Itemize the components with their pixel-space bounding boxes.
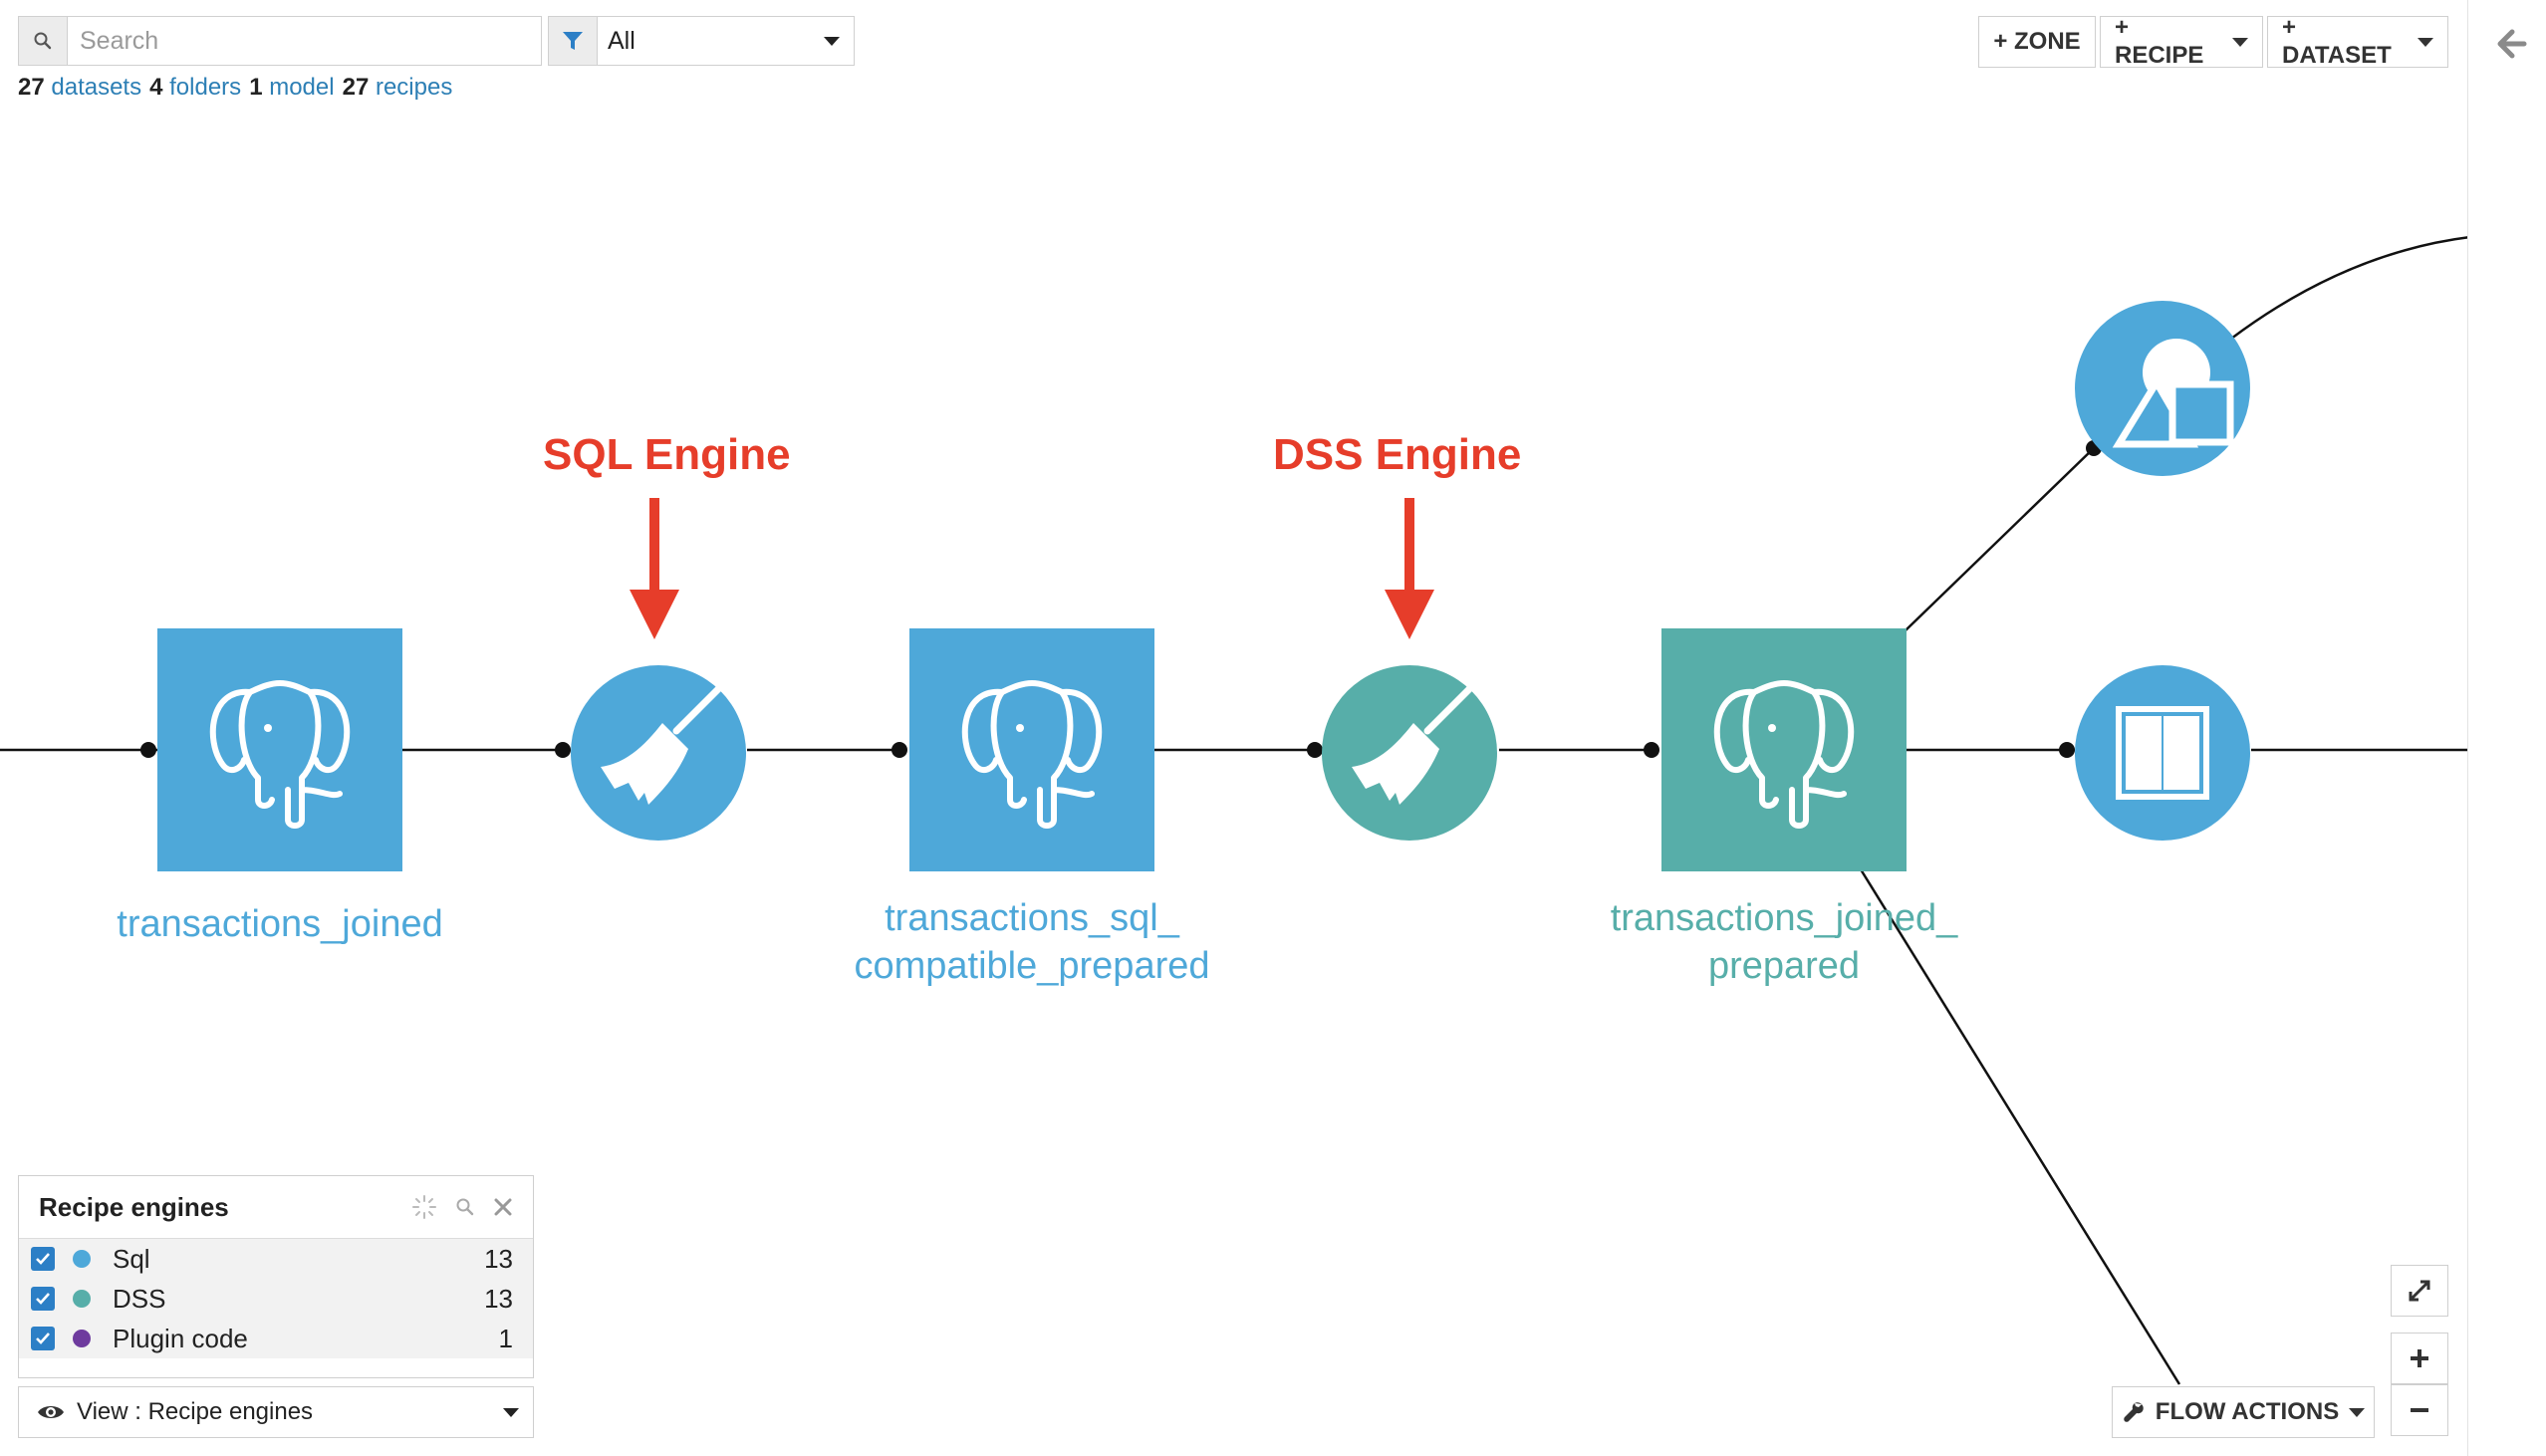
legend-dot-dss [73,1290,91,1308]
legend-count: 1 [498,1323,513,1353]
close-icon[interactable] [493,1197,513,1217]
eye-icon [38,1406,64,1418]
dataset-label-text: transactions_joined [117,903,443,945]
filter-icon [549,17,598,65]
arrow-left-icon [2497,29,2527,59]
view-label: View : Recipe engines [77,1398,314,1425]
fit-to-screen-button[interactable] [2391,1265,2448,1317]
checkmark-icon [36,1253,50,1265]
annotation-dss-engine: DSS Engine [1273,430,1522,479]
add-dataset-button[interactable]: + DATASET [2267,14,2448,69]
dataset-node-transactions-sql-compatible-prepared[interactable] [909,628,1154,871]
prepare-recipe-dss[interactable] [1322,665,1497,841]
dataset-node-transactions-joined[interactable] [157,628,402,871]
wrench-icon [2124,1402,2144,1422]
chevron-down-icon [503,1407,519,1417]
legend-dot-sql [73,1250,91,1268]
legend-name: Sql [113,1243,150,1274]
minus-icon [2411,1408,2428,1412]
chevron-down-icon [2232,37,2248,47]
folders-link[interactable]: folders [169,74,242,101]
checkmark-icon [36,1333,50,1344]
collapse-panel-button[interactable] [2490,24,2530,64]
search-input[interactable] [68,17,541,65]
sparkle-cursor-icon[interactable] [411,1194,437,1220]
add-zone-button[interactable]: + ZONE [1978,16,2096,68]
zoom-in-button[interactable] [2391,1333,2448,1384]
recipes-count: 27 [342,74,370,101]
dataset-label-line2: compatible_prepared [854,945,1210,987]
search-icon [19,17,68,65]
annotation-sql-engine: SQL Engine [543,430,791,479]
legend-name: DSS [113,1283,166,1314]
add-zone-label: + ZONE [1993,28,2081,55]
legend-count: 13 [484,1243,513,1274]
legend-row-sql[interactable]: Sql 13 [19,1239,533,1279]
dataset-label-line1: transactions_sql_ [885,897,1179,939]
legend-dot-plugin-code [73,1330,91,1347]
models-count: 1 [249,74,263,101]
checkmark-icon [36,1293,50,1305]
chevron-down-icon [2418,37,2433,47]
add-recipe-button[interactable]: + RECIPE [2100,14,2263,69]
flow-canvas[interactable] [0,0,2470,1456]
flow-edges [0,235,2470,1385]
flow-actions-label: FLOW ACTIONS [2155,1398,2340,1425]
legend-row-plugin-code[interactable]: Plugin code 1 [19,1319,533,1358]
right-side-panel [2467,0,2546,1456]
dataset-label-transactions-joined-prepared[interactable]: transactions_joined_ prepared [1555,894,2013,990]
filter-select[interactable]: All [598,17,854,65]
legend-title: Recipe engines [39,1191,229,1222]
filter-value: All [608,26,636,55]
add-recipe-label: + RECIPE [2115,14,2204,69]
legend-checkbox-dss[interactable] [31,1287,55,1311]
recipe-engines-legend: Recipe engines Sql 13 DSS 13 Plugin code… [18,1175,534,1378]
search-icon[interactable] [455,1197,475,1217]
add-dataset-label: + DATASET [2282,14,2392,69]
legend-count: 13 [484,1283,513,1314]
shapes-icon [2112,339,2234,448]
view-selector[interactable]: View : Recipe engines [18,1386,534,1438]
flow-actions-button[interactable]: FLOW ACTIONS [2112,1386,2375,1438]
annotation-arrow-sql [630,498,679,639]
annotation-arrow-dss [1385,498,1434,639]
dataset-label-transactions-sql-compatible-prepared[interactable]: transactions_sql_ compatible_prepared [803,894,1261,990]
split-recipe-node[interactable] [2075,665,2250,841]
flow-item-counts: 27 datasets 4 folders 1 model 27 recipes [18,74,460,102]
legend-row-dss[interactable]: DSS 13 [19,1279,533,1319]
models-link[interactable]: model [269,74,335,101]
chevron-down-icon [2349,1407,2366,1417]
dataset-label-transactions-joined[interactable]: transactions_joined [61,900,499,948]
folders-count: 4 [149,74,163,101]
datasets-link[interactable]: datasets [51,74,142,101]
dataset-node-transactions-joined-prepared[interactable] [1661,628,1907,871]
zoom-out-button[interactable] [2391,1384,2448,1436]
flow-filter[interactable]: All [548,16,855,66]
dataset-label-line2: prepared [1707,945,1861,987]
prepare-recipe-sql[interactable] [571,665,746,841]
plugin-recipe-node[interactable] [2075,301,2250,476]
datasets-count: 27 [18,74,45,101]
split-icon [2116,706,2209,800]
legend-name: Plugin code [113,1323,248,1353]
legend-checkbox-sql[interactable] [31,1247,55,1271]
recipes-link[interactable]: recipes [375,74,453,101]
edge-ports [140,440,2102,758]
chevron-down-icon [824,36,840,46]
dataset-label-line1: transactions_joined_ [1610,897,1958,939]
legend-header: Recipe engines [19,1176,533,1239]
plus-icon [2411,1349,2428,1367]
flow-search [18,16,542,66]
expand-icon [2409,1280,2430,1302]
legend-checkbox-plugin-code[interactable] [31,1327,55,1350]
